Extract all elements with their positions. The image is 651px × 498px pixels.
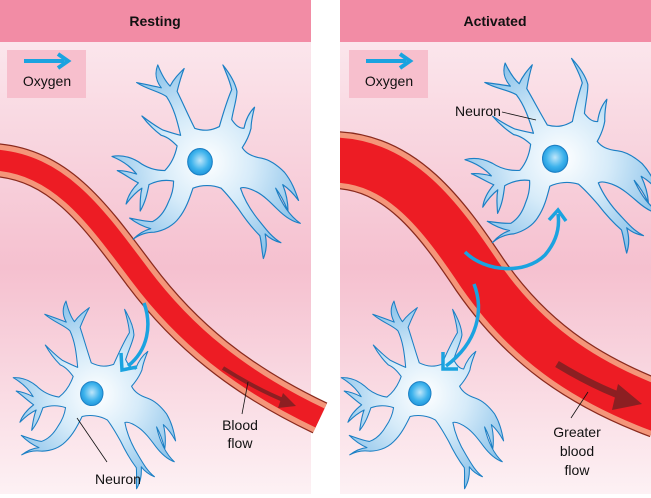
neuron-lower [0,294,195,494]
blood-flow-label-line2: flow [228,435,254,451]
nucleus [187,148,213,176]
oxygen-arrow-icon [24,52,72,70]
panel-title: Activated [463,13,526,29]
blood-flow-leader-line [570,391,589,419]
oxygen-arrow-icon [366,52,414,70]
legend-label: Oxygen [365,73,413,89]
oxygen-diffusion-arrow [119,302,150,373]
blood-flow-leader-line [241,381,249,415]
neuron-leader-line [501,111,537,121]
oxygen-legend: Oxygen [349,50,428,98]
nucleus [80,381,104,407]
blood-vessel-dilated [340,131,651,438]
legend-label: Oxygen [23,73,71,89]
neuron-upper [457,52,651,265]
panel-header [0,0,311,42]
neuron-leader-line [76,417,108,463]
panel-title: Resting [129,13,180,29]
legend-box [349,50,428,98]
blood-flow-label-line1: Greater [553,424,601,440]
oxygen-diffusion-arrow-down [441,283,481,371]
blood-flow-label-line2: blood [560,443,594,459]
oxygen-legend: Oxygen [7,50,86,98]
oxygen-diffusion-arrow-up [463,207,568,271]
nucleus [541,144,569,173]
panel-activated: Activated Oxygen [327,0,651,494]
blood-flow-arrow [221,366,296,408]
blood-flow-label-line1: Blood [222,417,258,433]
neuron-lower [327,294,523,494]
nucleus [408,381,432,407]
neuron-upper [111,64,301,260]
blood-vessel [0,143,328,434]
legend-box [7,50,86,98]
blood-flow-label-line3: flow [565,462,591,478]
blood-flow-arrow [555,361,642,410]
panel-resting: Resting Oxygen [0,0,328,494]
panel-header [340,0,651,42]
neuron-label: Neuron [455,103,501,119]
neuron-label: Neuron [95,471,141,487]
